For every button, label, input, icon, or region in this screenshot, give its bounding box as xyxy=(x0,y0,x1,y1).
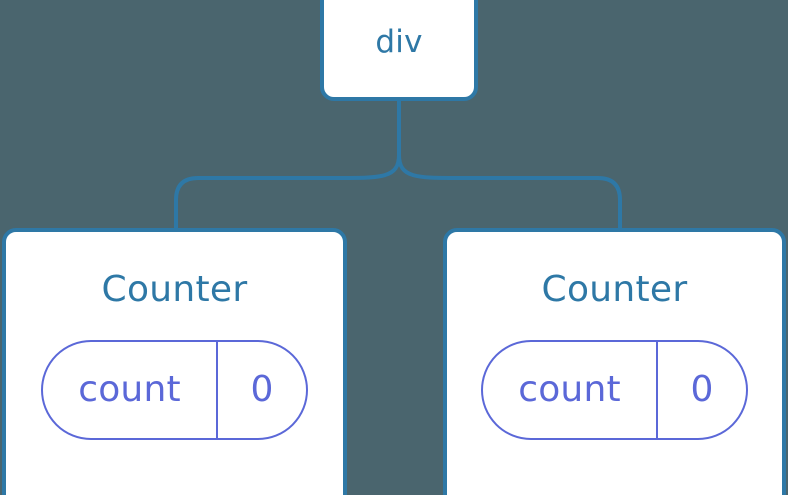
state-key-left: count xyxy=(43,342,218,438)
state-pill-right[interactable]: count 0 xyxy=(481,340,748,440)
node-div-label: div xyxy=(375,24,423,60)
state-key-left-text: count xyxy=(78,369,181,410)
node-counter-right-label: Counter xyxy=(541,269,688,310)
node-counter-right[interactable]: Counter count 0 xyxy=(443,228,786,495)
state-key-right: count xyxy=(483,342,658,438)
state-value-right: 0 xyxy=(658,342,746,438)
node-counter-left-label: Counter xyxy=(101,269,248,310)
state-value-left: 0 xyxy=(218,342,306,438)
node-counter-left[interactable]: Counter count 0 xyxy=(2,228,347,495)
state-value-right-text: 0 xyxy=(690,369,714,410)
edge-to-counter-right xyxy=(397,154,622,230)
state-key-right-text: count xyxy=(518,369,621,410)
state-pill-left[interactable]: count 0 xyxy=(41,340,308,440)
state-value-left-text: 0 xyxy=(250,369,274,410)
node-div[interactable]: div xyxy=(320,0,478,101)
edge-to-counter-left xyxy=(174,154,401,230)
